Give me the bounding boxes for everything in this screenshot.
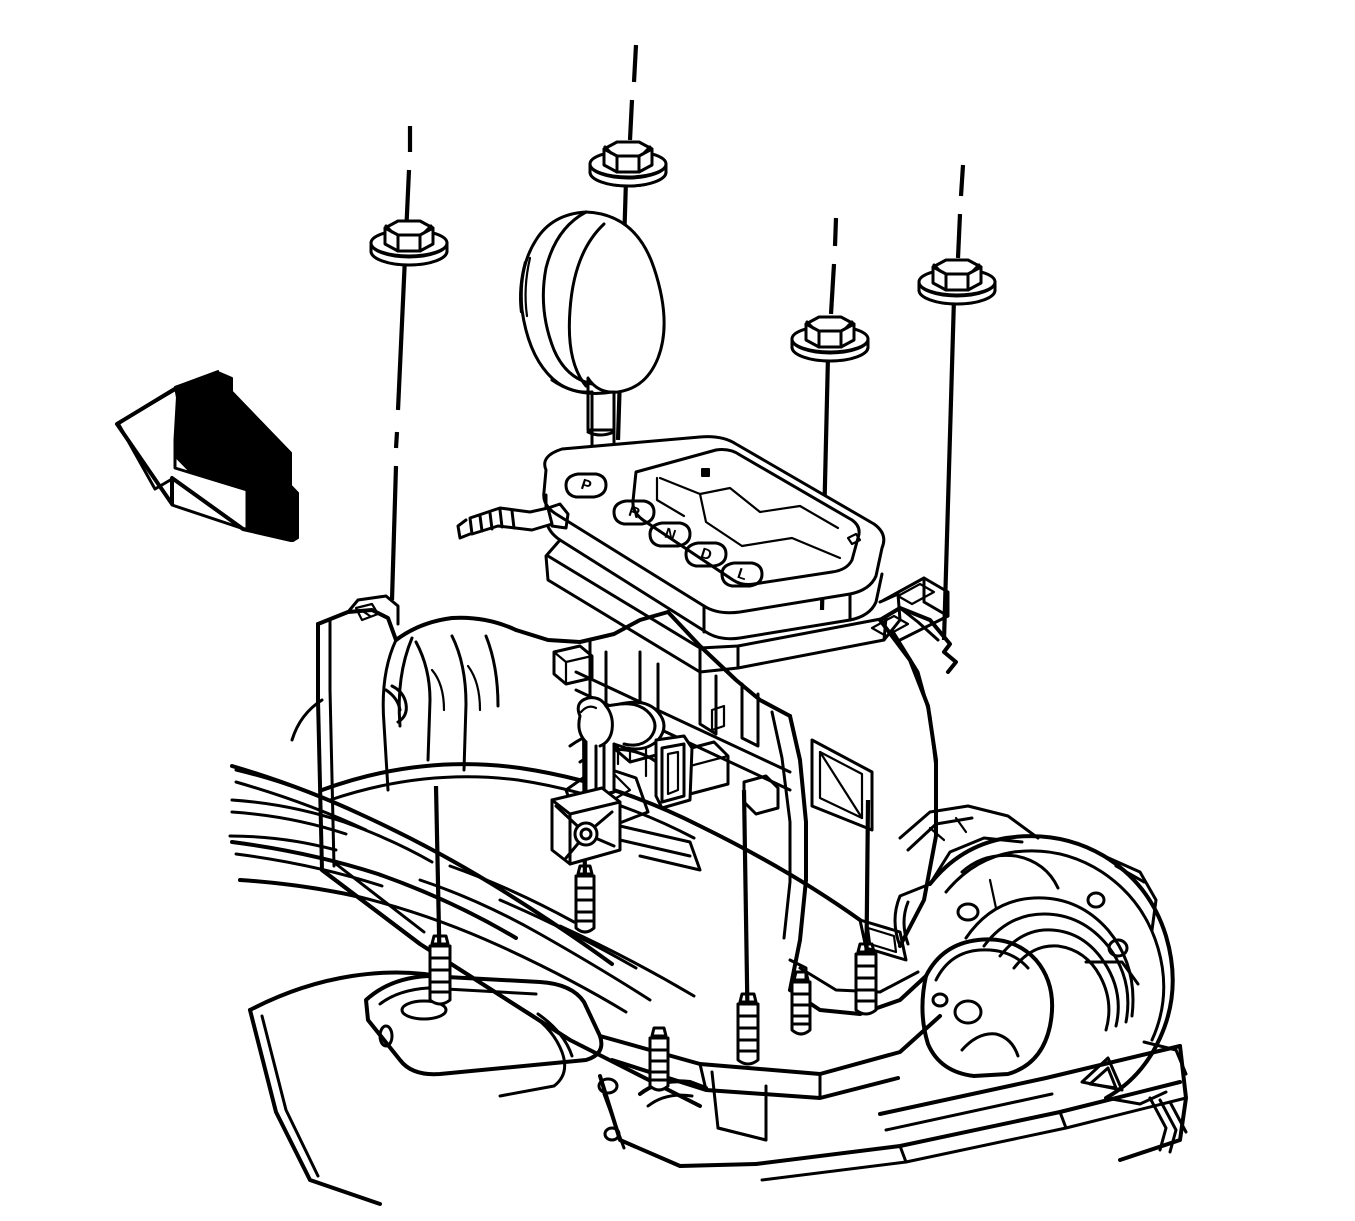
park-release-t-handle — [550, 696, 702, 872]
retaining-bolt-rear-right — [917, 258, 997, 306]
floor-pan-stud-right-inner — [736, 992, 760, 1066]
floor-pan-stud-center — [574, 864, 596, 934]
floor-pan-studs-group — [428, 864, 878, 1092]
gear-indicator-d: D — [684, 541, 728, 568]
fasteners-group — [369, 140, 997, 363]
floor-pan-stud-mid — [648, 1026, 670, 1092]
retaining-bolt-front-center — [588, 140, 668, 188]
retaining-bolt-rear-center — [790, 315, 870, 363]
gear-indicator-p: P — [564, 472, 608, 499]
gear-label-n: N — [662, 525, 678, 545]
retaining-bolt-front-left — [369, 219, 449, 267]
floor-pan-stud-left — [428, 934, 452, 1006]
vehicle-forward-direction-arrow — [115, 370, 299, 542]
shift-cable-connector — [456, 502, 570, 540]
gear-indicator-n: N — [648, 521, 692, 548]
wiring-harness-run — [290, 634, 500, 772]
gear-label-p: P — [579, 476, 594, 495]
floor-pan-stud-right — [790, 970, 812, 1036]
gear-label-r: R — [626, 503, 642, 523]
floor-pan-stud-far-right — [854, 942, 878, 1016]
gear-indicator-r: R — [612, 499, 656, 526]
gear-label-d: D — [698, 545, 714, 565]
transmission-bellhousing — [858, 804, 1188, 1154]
